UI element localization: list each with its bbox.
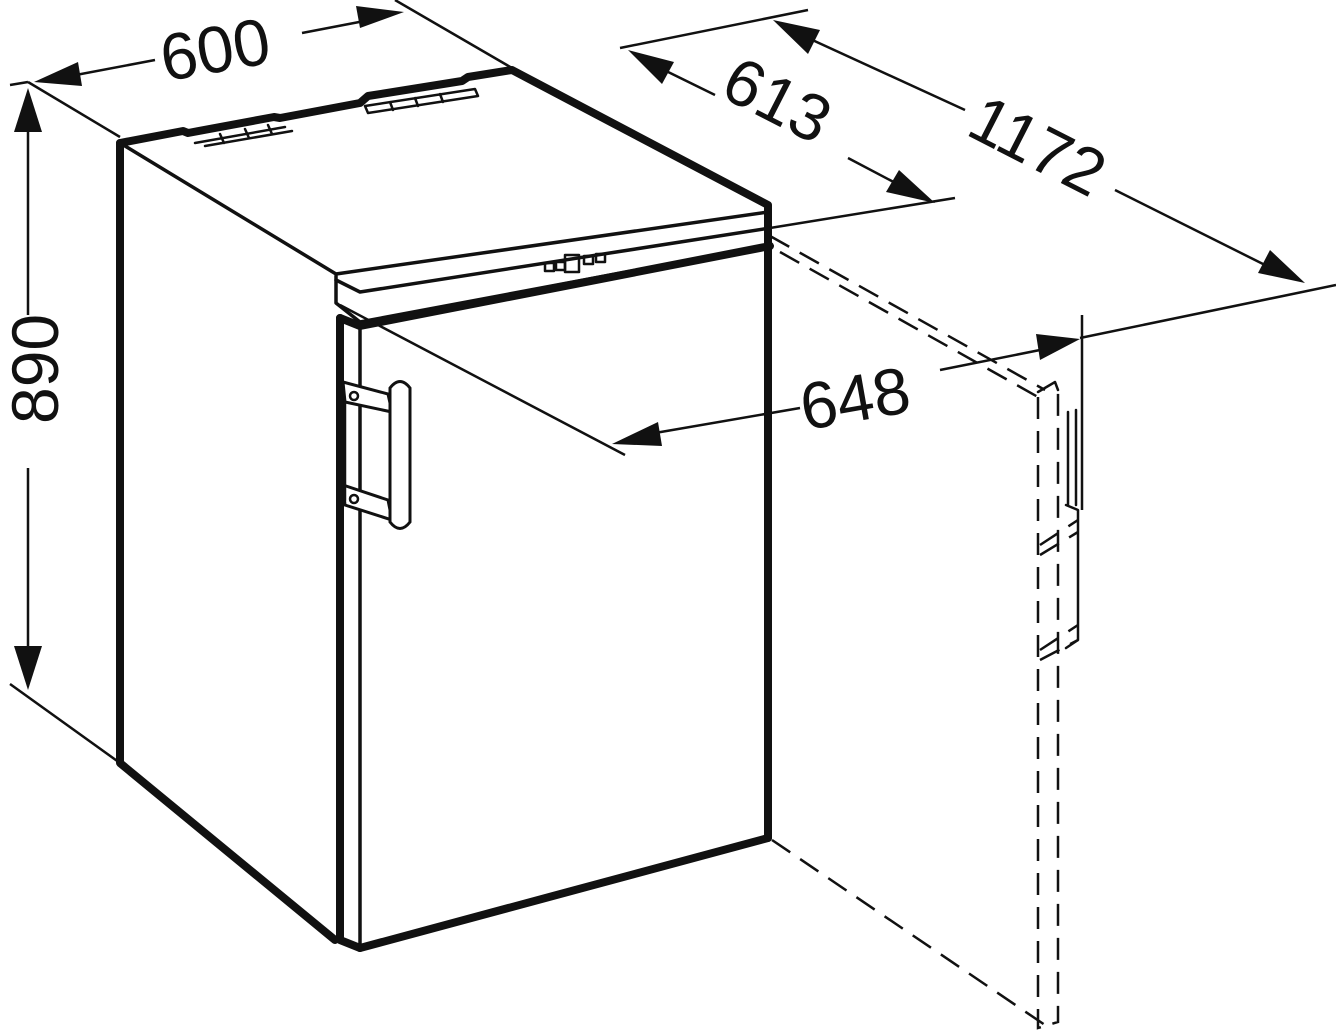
arrowhead-1172-bottom — [1258, 250, 1305, 283]
arrowhead-890-top — [14, 88, 42, 132]
arrowhead-648-left — [612, 422, 662, 446]
arrowhead-1172-top — [773, 20, 820, 54]
extension-line-1172-bottom — [1079, 283, 1336, 340]
vent-grille-rear — [193, 123, 294, 148]
dimension-label-890: 890 — [0, 314, 72, 424]
open-door-front-edge — [1036, 390, 1060, 1030]
front-top-edge — [123, 144, 770, 276]
open-door-bottom-dashed — [771, 838, 1046, 1027]
dimension-label-613: 613 — [712, 42, 844, 158]
dimension-line-613-upper — [659, 66, 716, 97]
door-top-edge — [336, 242, 774, 330]
handle-bar — [388, 380, 412, 530]
dimension-line-648-right — [939, 348, 1041, 372]
display-icon — [563, 253, 581, 274]
arrowhead-600-right — [356, 6, 404, 28]
extension-line-left — [27, 80, 121, 139]
dimension-depth: 613 — [619, 8, 956, 230]
dimension-depth-door-open: 1172 — [773, 20, 1336, 340]
appliance-body — [116, 66, 774, 952]
dimension-label-648: 648 — [794, 352, 915, 444]
extension-line-890-bottom — [9, 682, 121, 765]
control-button — [594, 252, 607, 264]
handle-screw — [348, 493, 360, 505]
extension-line-648 — [339, 303, 626, 457]
dimension-line-1172-upper — [807, 36, 966, 112]
extension-line-613-bottom — [769, 196, 956, 230]
arrowhead-890-bottom — [14, 646, 42, 690]
vent-grille-front — [363, 87, 480, 115]
dimension-line-1172-lower — [1114, 188, 1266, 267]
dimension-depth-handle: 648 — [339, 303, 1084, 510]
control-button — [543, 261, 556, 273]
extension-line-890-top — [9, 80, 29, 87]
dimension-line-648-left — [654, 406, 801, 435]
top-outline — [116, 66, 772, 842]
extension-line-right — [394, 0, 513, 70]
dimension-height: 890 — [0, 80, 121, 765]
control-panel-top-line — [334, 226, 772, 294]
door-left-edge — [336, 314, 364, 952]
handle-screw — [348, 390, 360, 402]
dimension-label-1172: 1172 — [958, 80, 1118, 210]
open-door-top-cap — [1036, 380, 1060, 394]
arrowhead-648-right — [1036, 334, 1080, 360]
side-panel-outline — [116, 139, 339, 944]
dimension-label-600: 600 — [154, 3, 275, 95]
door-handle — [341, 379, 412, 530]
control-button — [582, 254, 595, 266]
door-bottom-edge — [356, 834, 772, 952]
open-door-handle-trace — [1064, 408, 1080, 650]
arrowhead-600-left — [34, 62, 82, 86]
arrowhead-613-bottom — [886, 170, 935, 203]
open-door-top-dashed — [769, 234, 1046, 399]
control-button — [554, 260, 567, 272]
arrowhead-613-top — [628, 50, 674, 84]
extension-line-613 — [619, 8, 809, 50]
open-door-outline — [769, 234, 1080, 1030]
control-panel-display — [543, 252, 607, 274]
